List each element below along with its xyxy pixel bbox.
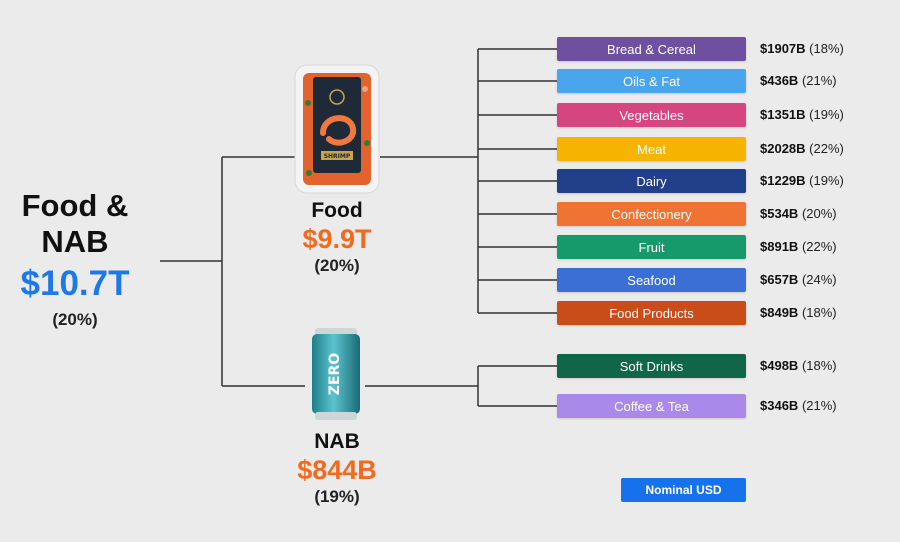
category-soft-drinks: Soft Drinks (557, 354, 746, 378)
root-share: (20%) (52, 310, 98, 329)
amount-bread-cereal: $1907B (760, 41, 806, 56)
package-label: SHRIMP (324, 153, 351, 160)
value-food-products: $849B (18%) (760, 301, 837, 325)
amount-dairy: $1229B (760, 173, 806, 188)
branch-nab-value: $844B (297, 455, 377, 485)
category-seafood: Seafood (557, 268, 746, 292)
amount-soft-drinks: $498B (760, 358, 799, 373)
share-seafood: (24%) (801, 272, 837, 287)
category-oils-fat: Oils & Fat (557, 69, 746, 93)
share-food-products: (18%) (801, 305, 837, 320)
value-oils-fat: $436B (21%) (760, 69, 837, 93)
value-coffee-tea: $346B (21%) (760, 394, 837, 418)
branch-nab-title: NAB (314, 430, 360, 453)
value-dairy: $1229B (19%) (760, 169, 844, 193)
share-vegetables: (19%) (809, 107, 844, 122)
category-vegetables: Vegetables (557, 103, 746, 127)
value-fruit: $891B (22%) (760, 235, 837, 259)
branch-nab: NAB $844B (19%) (267, 430, 407, 508)
share-oils-fat: (21%) (801, 73, 837, 88)
amount-oils-fat: $436B (760, 73, 799, 88)
value-confectionery: $534B (20%) (760, 202, 837, 226)
root-title-line2: NAB (41, 224, 109, 259)
value-meat: $2028B (22%) (760, 137, 844, 161)
category-confectionery: Confectionery (557, 202, 746, 226)
root-title-line1: Food & (21, 188, 129, 223)
amount-seafood: $657B (760, 272, 799, 287)
value-vegetables: $1351B (19%) (760, 103, 844, 127)
root-value: $10.7T (20, 264, 130, 303)
amount-vegetables: $1351B (760, 107, 806, 122)
value-bread-cereal: $1907B (18%) (760, 37, 844, 61)
branch-nab-share: (19%) (314, 487, 360, 506)
soda-can-icon: ZERO (312, 328, 360, 420)
branch-food-title: Food (311, 199, 363, 222)
share-soft-drinks: (18%) (801, 358, 837, 373)
share-coffee-tea: (21%) (801, 398, 837, 413)
amount-confectionery: $534B (760, 206, 799, 221)
branch-food-share: (20%) (314, 256, 360, 275)
branch-food-value: $9.9T (302, 224, 372, 254)
category-meat: Meat (557, 137, 746, 161)
shrimp-package-icon: SHRIMP (294, 64, 380, 194)
category-coffee-tea: Coffee & Tea (557, 394, 746, 418)
can-label: ZERO (327, 353, 343, 395)
amount-coffee-tea: $346B (760, 398, 799, 413)
nominal-usd-badge: Nominal USD (621, 478, 746, 502)
amount-food-products: $849B (760, 305, 799, 320)
root-node: Food & NAB $10.7T (20%) (10, 188, 140, 330)
value-seafood: $657B (24%) (760, 268, 837, 292)
value-soft-drinks: $498B (18%) (760, 354, 837, 378)
share-confectionery: (20%) (801, 206, 837, 221)
category-food-products: Food Products (557, 301, 746, 325)
category-fruit: Fruit (557, 235, 746, 259)
share-meat: (22%) (809, 141, 844, 156)
amount-fruit: $891B (760, 239, 799, 254)
category-bread-cereal: Bread & Cereal (557, 37, 746, 61)
share-dairy: (19%) (809, 173, 844, 188)
category-dairy: Dairy (557, 169, 746, 193)
share-bread-cereal: (18%) (809, 41, 844, 56)
share-fruit: (22%) (801, 239, 837, 254)
amount-meat: $2028B (760, 141, 806, 156)
branch-food: Food $9.9T (20%) (267, 199, 407, 277)
